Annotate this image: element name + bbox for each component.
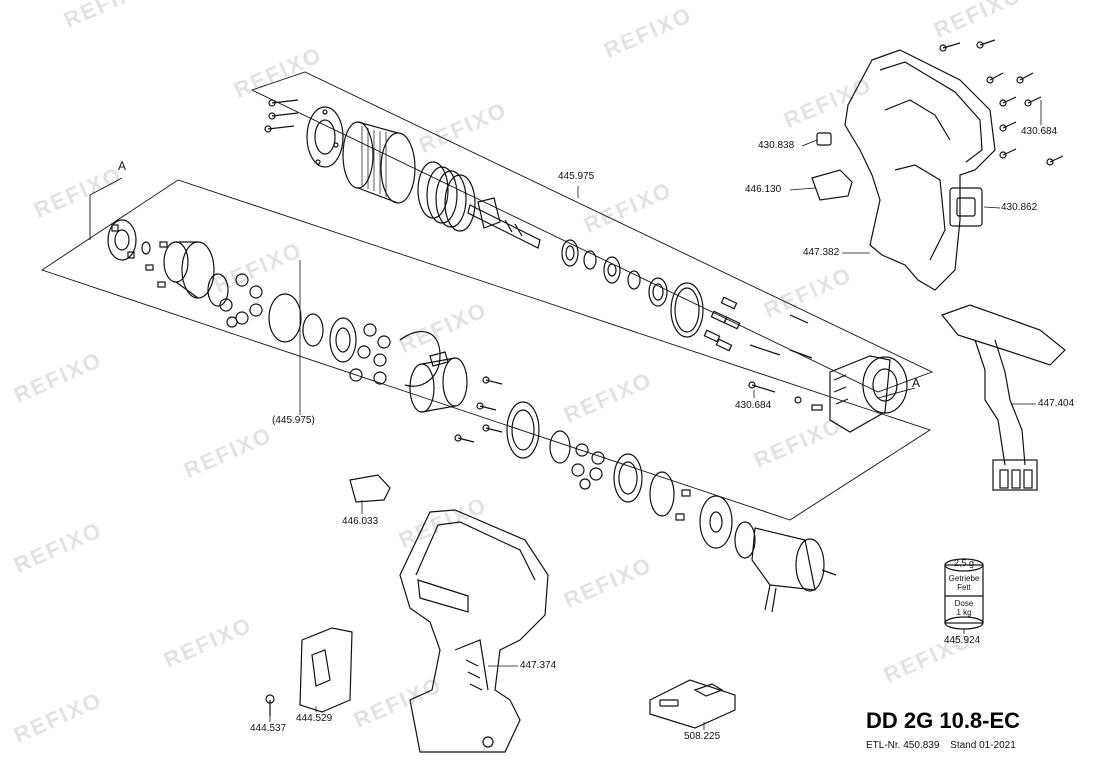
grease-can-weight: 2,5 g xyxy=(953,558,975,568)
sun-gear-carrier-icon xyxy=(549,430,605,490)
planet-carrier-stage-2-icon xyxy=(302,313,391,385)
torque-collar-icon xyxy=(342,121,416,204)
lower-assembly-frame xyxy=(40,179,932,521)
part-label: 444.529 xyxy=(296,713,333,724)
ring-gear-housing-icon xyxy=(163,241,215,299)
battery-contact-block-icon xyxy=(949,187,983,227)
part-label: 446.130 xyxy=(745,184,782,195)
leader-446-130 xyxy=(789,187,816,191)
part-label: (445.975) xyxy=(272,415,315,426)
part-label: 430.684 xyxy=(735,400,772,411)
planet-carrier-stage-1-icon xyxy=(207,273,263,328)
belt-clip-spring-icon xyxy=(811,169,853,201)
spindle-shaft-icon xyxy=(467,197,541,249)
housing-screws-top-icon xyxy=(939,39,1064,166)
section-a-line-right xyxy=(877,387,916,399)
grease-can-text: Dose xyxy=(954,599,974,608)
ring-gear-icon xyxy=(506,401,540,459)
etl-number: ETL-Nr. 450.839 xyxy=(866,740,940,751)
small-pins-icon xyxy=(145,241,168,288)
bearing-washers-icon xyxy=(561,239,668,307)
part-label: 444.537 xyxy=(250,723,287,734)
grease-can-text: Getriebe xyxy=(948,574,980,583)
belt-clip-icon xyxy=(299,627,353,713)
part-label: 508.225 xyxy=(684,731,721,742)
switch-button-icon xyxy=(816,132,832,146)
gear-ring-icon xyxy=(670,282,704,338)
clutch-nut-icon xyxy=(107,219,137,261)
section-a-line-left xyxy=(89,177,123,240)
switch-module-icon xyxy=(941,304,1066,491)
grease-can-text: Fett xyxy=(957,583,971,592)
upper-assembly-frame xyxy=(250,71,934,393)
part-label: 445.924 xyxy=(944,635,981,646)
housing-screws-icon xyxy=(454,376,503,443)
battery-cover-icon xyxy=(649,679,736,729)
clip-screw-icon xyxy=(265,694,275,716)
motor-icon xyxy=(734,521,837,613)
thrust-washer-icon xyxy=(268,293,302,343)
clutch-screws-icon xyxy=(264,99,299,133)
retaining-clip-icon xyxy=(399,331,441,387)
part-label: 446.033 xyxy=(342,516,379,527)
motor-plate-icon xyxy=(675,489,733,549)
part-label: 447.404 xyxy=(1038,398,1075,409)
leader-430-838 xyxy=(801,139,818,147)
gear-plate-icon xyxy=(613,453,643,503)
screw-430-684-icon xyxy=(748,381,823,411)
part-label: 447.382 xyxy=(803,247,840,258)
part-label: 430.862 xyxy=(1001,202,1038,213)
part-label: 430.838 xyxy=(758,140,795,151)
model-title: DD 2G 10.8-EC xyxy=(866,708,1021,733)
left-housing-shell-icon xyxy=(399,509,549,753)
clutch-spring-icon xyxy=(417,161,476,232)
right-housing-shell-icon xyxy=(844,49,996,291)
gearbox-housing-icon xyxy=(409,351,468,413)
part-label: 447.374 xyxy=(520,660,557,671)
title-subline: ETL-Nr. 450.839 Stand 01-2021 xyxy=(866,740,1016,751)
grease-can-text: 1 kg xyxy=(956,608,972,617)
belt-clip-plate-icon xyxy=(349,474,391,503)
part-label: 445.975 xyxy=(558,171,595,182)
gearbox-front-housing-icon xyxy=(829,355,908,433)
battery-contact-inner-icon xyxy=(956,197,976,217)
stand-date: Stand 01-2021 xyxy=(950,740,1016,751)
pins-icon xyxy=(703,296,813,359)
part-label: 430.684 xyxy=(1021,126,1058,137)
section-marker-right: A xyxy=(912,376,921,390)
grease-can-icon xyxy=(944,558,984,630)
washer-icon xyxy=(649,471,675,517)
section-marker-left: A xyxy=(118,159,127,173)
clutch-ring-icon xyxy=(306,106,344,168)
leader-430-862 xyxy=(983,206,1001,209)
circlip-icon xyxy=(141,241,151,255)
